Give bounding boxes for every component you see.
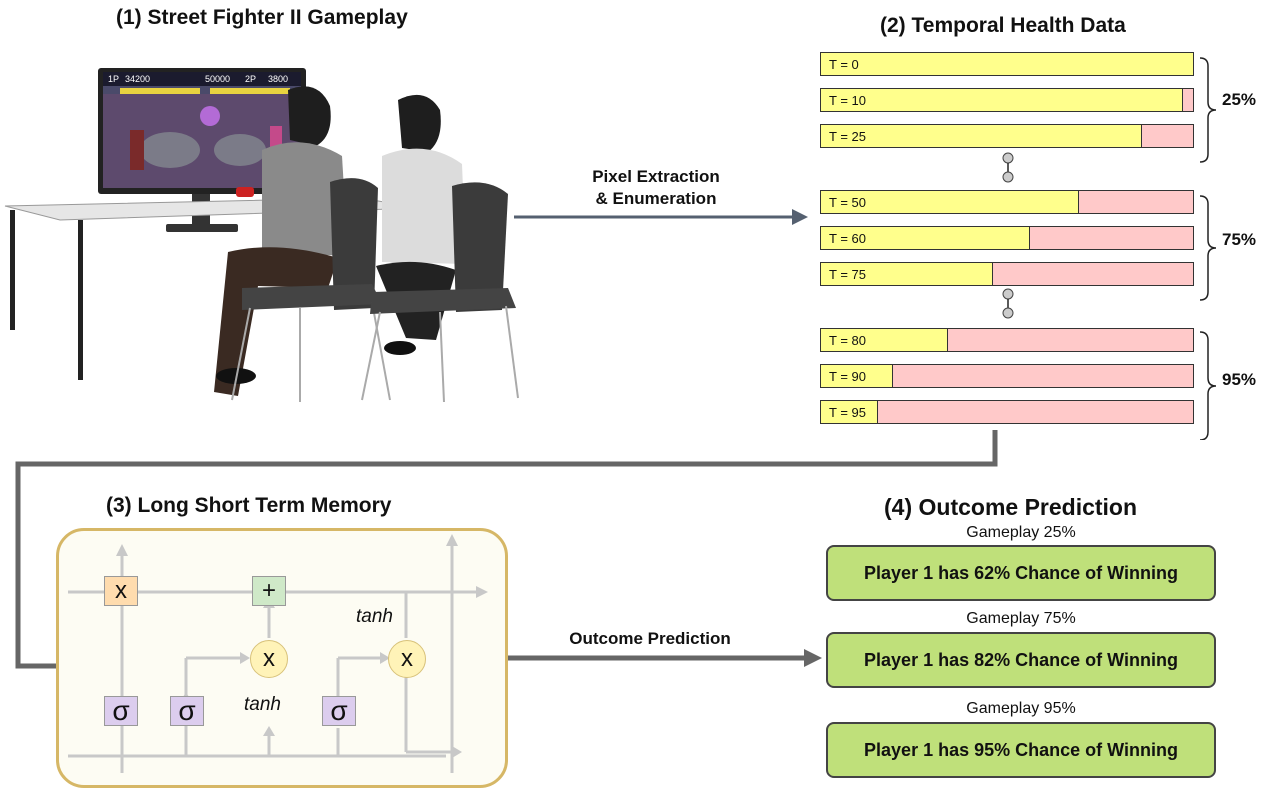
cell-add-gate: +: [252, 576, 286, 606]
output-multiply-node: x: [388, 640, 426, 678]
prediction-caption-1: Gameplay 25%: [966, 524, 1076, 541]
sigma-gate-output: σ: [322, 695, 356, 726]
sigma-gate-forget: σ: [104, 695, 138, 726]
arrow-to-prediction: [508, 649, 822, 667]
pixel-extraction-line2: & Enumeration: [595, 189, 717, 208]
health-fill: [821, 329, 949, 351]
lstm-lines: [68, 534, 488, 773]
hud-1p: 1P: [108, 74, 119, 84]
sigma-gate-input: σ: [170, 695, 204, 726]
health-bar-label: T = 60: [829, 231, 866, 246]
chair2-icon: [361, 182, 519, 403]
prediction-box-1: Player 1 has 62% Chance of Winning: [826, 545, 1216, 601]
health-fill: [821, 227, 1031, 249]
pixel-extraction-label: Pixel Extraction & Enumeration: [556, 166, 756, 210]
prediction-box-3: Player 1 has 95% Chance of Winning: [826, 722, 1216, 778]
health-bar-label: T = 0: [829, 57, 859, 72]
pixel-extraction-line1: Pixel Extraction: [592, 167, 720, 186]
health-bar: T = 75: [820, 262, 1194, 286]
prediction-caption-3: Gameplay 95%: [966, 700, 1076, 717]
input-multiply-node: x: [250, 640, 288, 678]
health-fill: [821, 191, 1079, 213]
prediction-caption-2: Gameplay 75%: [966, 610, 1076, 627]
health-bar: T = 10: [820, 88, 1194, 112]
player2-icon: [376, 94, 466, 355]
group-connectors: [1002, 152, 1014, 319]
health-fill: [821, 365, 893, 387]
group-percent-label: 95%: [1222, 370, 1257, 389]
group-braces: [1199, 57, 1217, 440]
health-bar: T = 80: [820, 328, 1194, 352]
health-fill: [821, 401, 878, 423]
health-bar: T = 0: [820, 52, 1194, 76]
outcome-prediction-flow-label: Outcome Prediction: [569, 629, 731, 648]
panel4-title: (4) Outcome Prediction: [884, 494, 1138, 520]
health-bar-label: T = 90: [829, 369, 866, 384]
health-bar: T = 25: [820, 124, 1194, 148]
tanh-label-output: tanh: [356, 606, 393, 627]
panel1-title: (1) Street Fighter II Gameplay: [116, 6, 408, 29]
tanh-label-input: tanh: [244, 694, 281, 715]
arrow-to-health-data: [514, 209, 808, 225]
panel2-title: (2) Temporal Health Data: [880, 14, 1126, 37]
health-fill: [821, 263, 994, 285]
gameplay-illustration: 1P 34200 50000 2P 3800: [4, 68, 519, 403]
health-bar: T = 95: [820, 400, 1194, 424]
hud-score-1: 34200: [125, 74, 150, 84]
health-bar-label: T = 80: [829, 333, 866, 348]
prediction-box-2: Player 1 has 82% Chance of Winning: [826, 632, 1216, 688]
health-bar-label: T = 75: [829, 267, 866, 282]
health-bar-label: T = 10: [829, 93, 866, 108]
health-fill: [821, 125, 1142, 147]
hud-2p: 2P: [245, 74, 256, 84]
health-bar: T = 60: [820, 226, 1194, 250]
forget-multiply-gate: x: [104, 576, 138, 606]
group-percent-label: 75%: [1222, 230, 1257, 249]
hud-score-2: 50000: [205, 74, 230, 84]
health-bar: T = 50: [820, 190, 1194, 214]
connector-health-to-lstm: [15, 430, 998, 669]
chair1-icon: [231, 178, 391, 402]
health-fill: [821, 89, 1183, 111]
panel3-title: (3) Long Short Term Memory: [106, 494, 392, 517]
health-bar-label: T = 50: [829, 195, 866, 210]
health-bar: T = 90: [820, 364, 1194, 388]
health-fill: [821, 53, 1193, 75]
group-percent-label: 25%: [1222, 90, 1257, 109]
health-bar-label: T = 25: [829, 129, 866, 144]
health-bar-label: T = 95: [829, 405, 866, 420]
hud-score-3: 3800: [268, 74, 288, 84]
